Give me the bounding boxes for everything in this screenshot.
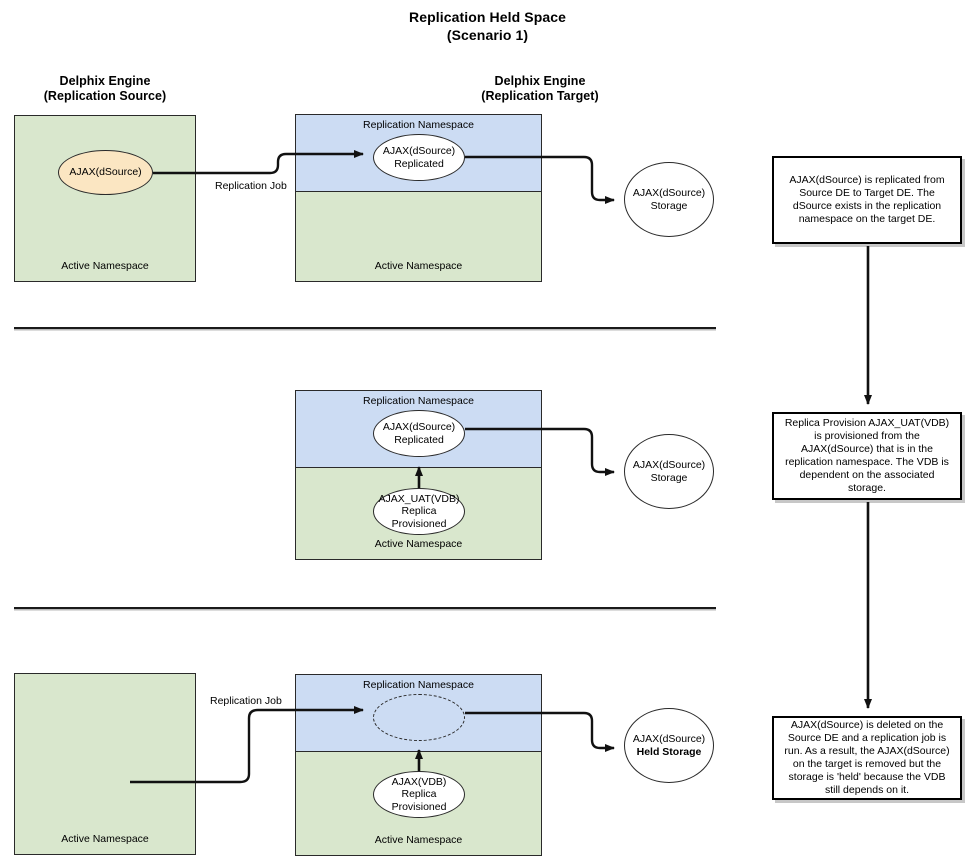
row1-source-dsource-node: AJAX(dSource) <box>58 150 153 195</box>
target-header-line1: Delphix Engine <box>494 74 586 88</box>
row1-target-active-namespace: Active Namespace <box>295 191 542 282</box>
row3-target-vdb-node: AJAX(VDB) Replica Provisioned <box>373 771 465 818</box>
note-box-1-text: AJAX(dSource) is replicated from Source … <box>789 174 945 225</box>
note-box-2-text: Replica Provision AJAX_UAT(VDB) is provi… <box>784 417 950 494</box>
row3-target-vdb-line2: Replica Provisioned <box>391 788 447 813</box>
row3-target-removed-dsource-node <box>373 694 465 741</box>
row2-target-replication-namespace-label: Replication Namespace <box>363 395 474 407</box>
source-header-line2: (Replication Source) <box>43 89 167 103</box>
target-column-header: Delphix Engine (Replication Target) <box>427 74 653 104</box>
row1-source-active-namespace: Active Namespace <box>14 115 196 282</box>
row3-target-active-namespace-label: Active Namespace <box>374 834 463 846</box>
note-box-2: Replica Provision AJAX_UAT(VDB) is provi… <box>772 412 962 500</box>
source-header-line1: Delphix Engine <box>59 74 151 88</box>
row3-target-replication-namespace-label: Replication Namespace <box>363 679 474 691</box>
row3-replication-job-label: Replication Job <box>209 695 283 708</box>
row2-storage-circle: AJAX(dSource) Storage <box>624 434 714 509</box>
row1-target-active-namespace-label: Active Namespace <box>374 260 463 272</box>
row3-target-vdb-line1: AJAX(VDB) <box>391 775 447 788</box>
row3-storage-line1: AJAX(dSource) <box>632 732 706 745</box>
row2-target-vdb-line2: Replica Provisioned <box>391 505 447 530</box>
row1-storage-circle: AJAX(dSource) Storage <box>624 162 714 237</box>
diagram-title-line1: Replication Held Space <box>408 9 567 25</box>
row1-source-dsource-label: AJAX(dSource) <box>69 166 142 179</box>
note-box-3-text: AJAX(dSource) is deleted on the Source D… <box>784 719 950 796</box>
diagram-title: Replication Held Space (Scenario 1) <box>0 8 975 44</box>
row3-source-active-namespace-label: Active Namespace <box>61 833 149 845</box>
row2-storage-line2: Storage <box>650 471 688 484</box>
row2-target-replicated-line1: AJAX(dSource) <box>382 421 456 433</box>
row2-target-replicated-node: AJAX(dSource) Replicated <box>373 410 465 457</box>
note-box-1: AJAX(dSource) is replicated from Source … <box>772 156 962 244</box>
row1-source-active-namespace-label: Active Namespace <box>61 260 149 272</box>
row2-target-replicated-line2: Replicated <box>394 433 444 446</box>
source-column-header: Delphix Engine (Replication Source) <box>14 74 196 104</box>
row3-source-active-namespace: Active Namespace <box>14 673 196 855</box>
note-box-3: AJAX(dSource) is deleted on the Source D… <box>772 716 962 800</box>
row3-storage-circle: AJAX(dSource) Held Storage <box>624 708 714 783</box>
row1-target-replicated-line1: AJAX(dSource) <box>382 145 456 157</box>
row1-target-replicated-node: AJAX(dSource) Replicated <box>373 134 465 181</box>
row2-target-active-namespace-label: Active Namespace <box>374 538 463 550</box>
row2-target-vdb-node: AJAX_UAT(VDB) Replica Provisioned <box>373 488 465 535</box>
row3-storage-line2: Held Storage <box>636 745 702 758</box>
section-divider-1 <box>14 327 716 329</box>
row1-target-replication-namespace-label: Replication Namespace <box>363 119 474 131</box>
row1-storage-line1: AJAX(dSource) <box>632 186 706 199</box>
row2-target-vdb-line1: AJAX_UAT(VDB) <box>378 492 460 505</box>
row1-target-replicated-line2: Replicated <box>394 157 444 170</box>
target-header-line2: (Replication Target) <box>481 89 599 103</box>
row2-storage-line1: AJAX(dSource) <box>632 458 706 471</box>
row1-storage-line2: Storage <box>650 199 688 212</box>
section-divider-2 <box>14 607 716 609</box>
diagram-title-line2: (Scenario 1) <box>446 27 529 43</box>
row1-replication-job-label: Replication Job <box>214 180 288 193</box>
